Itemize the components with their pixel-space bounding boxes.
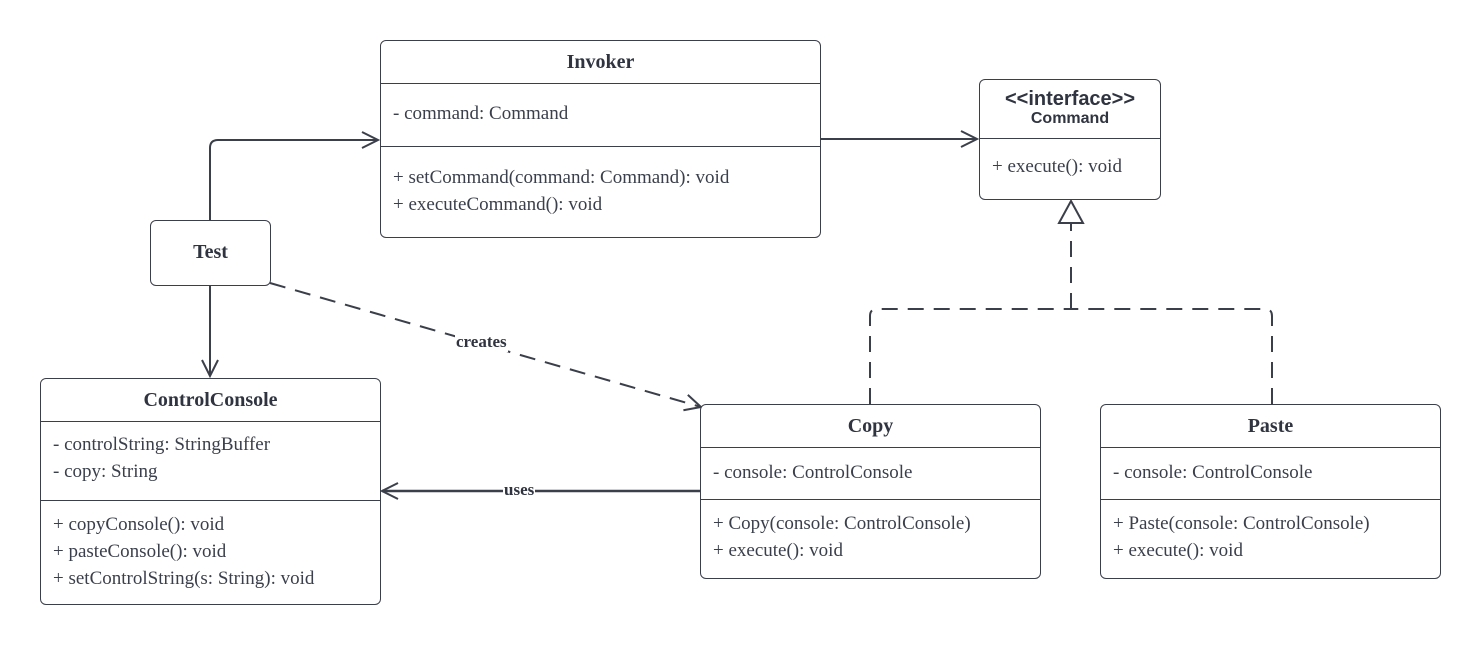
copy-attributes: - console: ControlConsole (701, 447, 1040, 499)
uses-label: uses (503, 480, 536, 500)
command-interface[interactable]: <<interface>> Command + execute(): void (979, 79, 1161, 200)
paste-methods: + Paste(console: ControlConsole) + execu… (1101, 499, 1440, 564)
controlconsole-attribute-copy: - copy: String (53, 461, 158, 482)
test-class[interactable]: Test (150, 220, 271, 286)
controlconsole-method-copyconsole: + copyConsole(): void (53, 514, 225, 535)
paste-class[interactable]: Paste - console: ControlConsole + Paste(… (1100, 404, 1441, 579)
command-interface-header: <<interface>> Command (980, 80, 1160, 138)
controlconsole-attributes: - controlString: StringBuffer - copy: St… (41, 421, 380, 500)
paste-class-name: Paste (1247, 414, 1294, 437)
test-copy-creates-dependency (269, 282, 701, 407)
controlconsole-method-setcontrolstring: + setControlString(s: String): void (53, 568, 315, 589)
invoker-method-setcommand: + setCommand(command: Command): void (393, 167, 730, 188)
paste-method-constructor: + Paste(console: ControlConsole) (1113, 513, 1370, 534)
invoker-methods: + setCommand(command: Command): void + e… (381, 146, 820, 218)
realization-hollow-triangle (1057, 198, 1085, 224)
copy-class[interactable]: Copy - console: ControlConsole + Copy(co… (700, 404, 1041, 579)
invoker-attributes: - command: Command (381, 83, 820, 146)
test-class-name: Test (193, 240, 228, 263)
paste-realization-line (1071, 308, 1273, 404)
copy-methods: + Copy(console: ControlConsole) + execut… (701, 499, 1040, 564)
controlconsole-class-name: ControlConsole (143, 388, 278, 411)
controlconsole-methods: + copyConsole(): void + pasteConsole(): … (41, 500, 380, 592)
copy-method-execute: + execute(): void (713, 540, 843, 561)
invoker-class-name: Invoker (566, 50, 635, 73)
invoker-class[interactable]: Invoker - command: Command + setCommand(… (380, 40, 821, 238)
command-methods: + execute(): void (980, 138, 1160, 180)
copy-realization-line (869, 308, 1071, 404)
copy-attribute-console: - console: ControlConsole (713, 462, 913, 483)
command-stereotype: <<interface>> (1004, 88, 1136, 110)
controlconsole-method-pasteconsole: + pasteConsole(): void (53, 541, 227, 562)
paste-method-execute: + execute(): void (1113, 540, 1243, 561)
copy-method-constructor: + Copy(console: ControlConsole) (713, 513, 971, 534)
controlconsole-class[interactable]: ControlConsole - controlString: StringBu… (40, 378, 381, 605)
paste-attribute-console: - console: ControlConsole (1113, 462, 1313, 483)
invoker-attribute-command: - command: Command (393, 103, 569, 124)
invoker-method-executecommand: + executeCommand(): void (393, 194, 603, 215)
controlconsole-attribute-controlstring: - controlString: StringBuffer (53, 434, 271, 455)
command-method-execute: + execute(): void (992, 156, 1122, 177)
test-invoker-association (209, 140, 378, 220)
command-interface-name: Command (1030, 110, 1110, 127)
creates-label: creates (455, 332, 508, 352)
paste-attributes: - console: ControlConsole (1101, 447, 1440, 499)
copy-class-name: Copy (847, 414, 894, 437)
